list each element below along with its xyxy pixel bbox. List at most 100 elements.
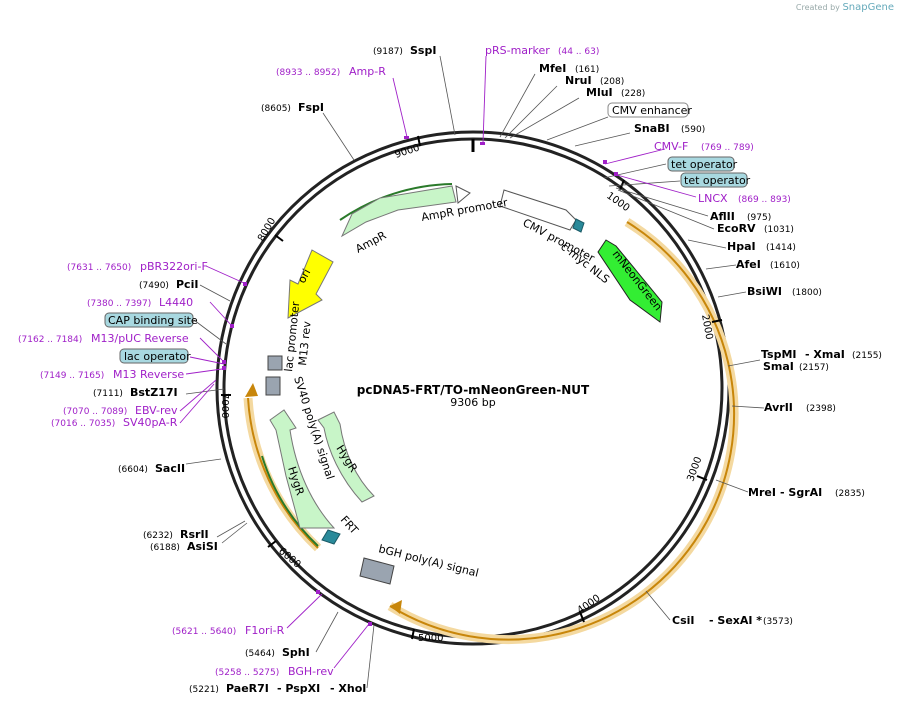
pos-sphi: (5464): [245, 649, 275, 659]
site-sacii: SacII: [155, 462, 185, 475]
pos-pbr322ori: (7631 .. 7650): [67, 263, 131, 273]
label-tet-operator-2: tet operator: [684, 174, 751, 187]
site-xhoi: - XhoI: [330, 682, 366, 695]
box-cmv-enhancer: [607, 102, 689, 118]
box-cap-site: [104, 312, 194, 328]
label-cap-site: CAP binding site: [108, 314, 198, 327]
pos-avrii: (2398): [806, 404, 836, 414]
site-smai: SmaI: [763, 360, 794, 373]
label-m13-rev: M13 rev: [296, 320, 314, 366]
brand-watermark: Created by SnapGene: [796, 2, 894, 13]
pos-ecorv: (1031): [764, 225, 794, 235]
primer-lines: [179, 55, 697, 669]
site-avrii: AvrII: [764, 401, 793, 414]
primer-marks: [222, 136, 618, 626]
box-tet-operator-2: [680, 172, 748, 188]
tick-5000: 5000: [418, 633, 443, 644]
label-tet-operator-1: tet operator: [671, 158, 738, 171]
label-lac-operator: lac operator: [124, 350, 191, 363]
ampr-arrow: [340, 185, 457, 238]
site-aflii: AflII: [710, 210, 735, 223]
box-lac-operator: [119, 348, 189, 364]
site-snabi: SnaBI: [634, 122, 670, 135]
site-bsiwi: BsiWI: [747, 285, 782, 298]
sv40-box: [265, 376, 281, 396]
primer-prs-marker: pRS-marker: [485, 44, 550, 57]
pos-asisi: (6188): [150, 543, 180, 553]
pos-amp-r: (8933 .. 8952): [276, 68, 340, 78]
primer-f1ori-r: F1ori-R: [245, 624, 285, 637]
pos-bgh-rev: (5258 .. 5275): [215, 668, 279, 678]
orf-arc-right-line: [389, 221, 736, 641]
site-xmai: - XmaI: [805, 348, 845, 361]
hygr-outer-arrow: [269, 409, 336, 529]
pos-sv40pa-r: (7016 .. 7035): [51, 419, 115, 429]
site-csii: CsiI: [672, 614, 694, 627]
pos-cmv-f: (769 .. 789): [701, 143, 754, 153]
box-tet-operator-1: [667, 156, 735, 172]
frt-box: [321, 529, 341, 545]
site-pspxi: - PspXI: [277, 682, 320, 695]
pos-nrui: (208): [600, 77, 624, 87]
pos-tspmi: (2155): [852, 351, 882, 361]
pos-pcii: (7490): [139, 281, 169, 291]
label-ampr: AmpR: [353, 229, 388, 256]
pos-f1ori-r: (5621 .. 5640): [172, 627, 236, 637]
tick-marks: [221, 135, 723, 640]
pos-afei: (1610): [770, 261, 800, 271]
mneongreen-arrow: [597, 239, 663, 323]
pos-mfei: (161): [575, 65, 599, 75]
pos-m13puc: (7162 .. 7184): [18, 335, 82, 345]
tick-7000: 7000: [219, 393, 230, 418]
site-sgrai: - SgrAI: [780, 486, 822, 499]
pos-l4440: (7380 .. 7397): [87, 299, 151, 309]
cmv-promoter-arrow: [499, 189, 577, 231]
label-ori: ori: [295, 267, 313, 286]
primer-lncx: LNCX: [698, 192, 728, 205]
label-frt: FRT: [338, 513, 361, 537]
site-sspi: SspI: [410, 44, 436, 57]
green-arc-hygr: [261, 455, 319, 547]
site-afei: AfeI: [736, 258, 761, 271]
site-mlui: MluI: [586, 86, 613, 99]
ampr-promoter-arrow: [455, 185, 471, 204]
green-arc-ampr: [339, 183, 453, 221]
plasmid-name: pcDNA5-FRT/TO-mNeonGreen-NUT: [357, 383, 590, 397]
primer-pbr322ori: pBR322ori-F: [140, 260, 208, 273]
tick-9000: 9000: [394, 143, 422, 161]
tick-4000: 4000: [575, 593, 602, 617]
primer-amp-r: Amp-R: [349, 65, 386, 78]
pos-mlui: (228): [621, 89, 645, 99]
site-fspi: FspI: [298, 101, 324, 114]
primer-cmv-f: CMV-F: [654, 140, 688, 153]
pos-bsiwi: (1800): [792, 288, 822, 298]
pos-fspi: (8605): [261, 104, 291, 114]
pos-csii: (3573): [763, 617, 793, 627]
pos-snabi: (590): [681, 125, 705, 135]
site-bstz17i: BstZ17I: [130, 386, 178, 399]
brand-prefix: Created by: [795, 3, 840, 12]
site-mrei: MreI: [748, 486, 776, 499]
pos-sspi: (9187): [373, 47, 403, 57]
site-ecorv: EcoRV: [717, 222, 756, 235]
pos-aflii: (975): [747, 213, 771, 223]
pos-rsrii: (6232): [143, 531, 173, 541]
primer-ebv-rev: EBV-rev: [135, 404, 178, 417]
orf-arc-right: [387, 218, 739, 645]
brand-name: SnapGene: [842, 2, 894, 13]
plasmid-length: 9306 bp: [450, 396, 495, 409]
site-nrui: NruI: [565, 74, 592, 87]
pos-lncx: (869 .. 893): [738, 195, 791, 205]
bgh-box: [359, 557, 395, 585]
pos-prs-marker: (44 .. 63): [558, 47, 599, 57]
orf-arrow-right: [390, 600, 402, 614]
site-asisi: AsiSI: [187, 540, 218, 553]
pos-mrei: (2835): [835, 489, 865, 499]
pos-hpai: (1414): [766, 243, 796, 253]
orf-arc-left-line: [247, 397, 319, 549]
primer-sv40pa-r: SV40pA-R: [123, 416, 178, 429]
pos-paer7i: (5221): [189, 685, 219, 695]
pos-smai: (2157): [799, 363, 829, 373]
site-paer7i: PaeR7I: [226, 682, 269, 695]
